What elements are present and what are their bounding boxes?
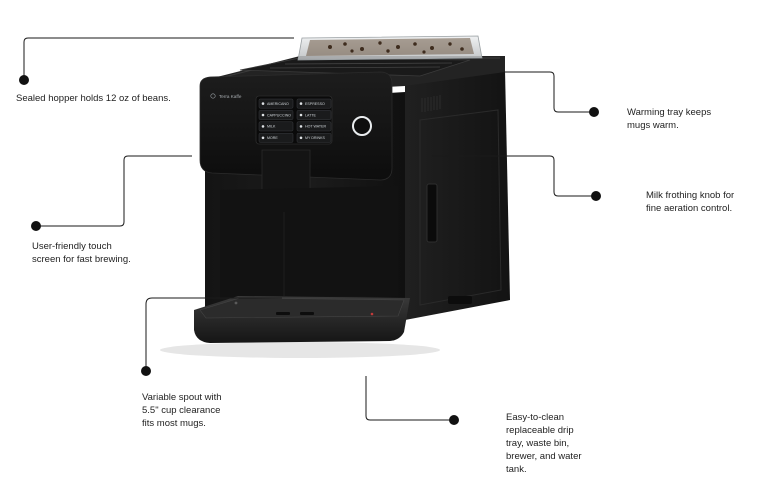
arrow-icon xyxy=(299,136,303,140)
dot-icon xyxy=(261,136,265,140)
annotation-drip-tray: Easy-to-clean replaceable drip tray, was… xyxy=(506,412,582,475)
leader-drip xyxy=(365,376,454,421)
drop-icon xyxy=(261,102,265,105)
star-icon xyxy=(261,125,265,128)
machine-side-panel xyxy=(405,70,510,320)
screen-button-grid: AMERICANO ESPRESSO CAPPUCCINO LATTE MILK HOT … xyxy=(258,98,332,143)
annotation-milk-knob: Milk frothing knob for fine aeration con… xyxy=(646,190,735,214)
dot-warming xyxy=(589,107,599,117)
annotation-hopper: Sealed hopper holds 12 oz of beans. xyxy=(16,93,171,104)
dot-touch xyxy=(31,221,41,231)
screen-button-label: ESPRESSO xyxy=(305,102,325,106)
screen-button-americano[interactable]: AMERICANO xyxy=(258,98,294,109)
annotation-touch-screen: User-friendly touch screen for fast brew… xyxy=(32,241,131,265)
dot-hopper xyxy=(19,75,29,85)
cup-icon xyxy=(299,113,303,117)
dot-spout xyxy=(141,366,151,376)
dot-drip xyxy=(449,415,459,425)
screen-button-label: LATTE xyxy=(305,113,317,117)
coffee-machine: Terra Kaffe AMERICANO ESPRESSO CAPPUCCINO L… xyxy=(160,35,510,358)
screen-button-milk[interactable]: MILK xyxy=(258,121,294,132)
power-ring-button[interactable] xyxy=(352,116,372,136)
milk-frothing-knob[interactable] xyxy=(426,183,438,243)
annotation-spout: Variable spout with 5.5" cup clearance f… xyxy=(142,392,222,429)
screen-button-label: MILK xyxy=(267,125,276,129)
screen-button-cappuccino[interactable]: CAPPUCCINO xyxy=(258,110,294,120)
cup-icon xyxy=(299,102,303,105)
screen-button-label: MORE xyxy=(267,136,278,140)
leader-lines xyxy=(23,37,594,421)
annotation-warming-tray: Warming tray keeps mugs warm. xyxy=(627,107,712,131)
brand-name: Terra Kaffe xyxy=(219,94,242,99)
screen-button-hot-water[interactable]: HOT WATER xyxy=(296,121,332,132)
leader-dots xyxy=(19,75,601,425)
leader-warming xyxy=(504,71,594,113)
screen-button-label: CAPPUCCINO xyxy=(267,113,291,117)
screen-button-label: MY DRINKS xyxy=(305,136,326,140)
leader-hopper xyxy=(23,37,294,80)
dot-milk xyxy=(591,191,601,201)
drop-icon xyxy=(261,113,265,117)
side-vent xyxy=(421,95,441,112)
screen-button-label: AMERICANO xyxy=(267,102,289,106)
screen-button-latte[interactable]: LATTE xyxy=(296,110,332,120)
drop-icon xyxy=(299,125,303,128)
screen-button-more[interactable]: MORE xyxy=(258,132,294,143)
screen-button-label: HOT WATER xyxy=(305,125,326,129)
screen-button-espresso[interactable]: ESPRESSO xyxy=(296,98,332,109)
screen-button-my-drinks[interactable]: MY DRINKS xyxy=(296,132,332,143)
leader-spout xyxy=(145,297,282,370)
brand-logo-icon xyxy=(210,93,216,99)
leader-touch xyxy=(36,155,192,227)
leader-milk xyxy=(432,155,594,197)
